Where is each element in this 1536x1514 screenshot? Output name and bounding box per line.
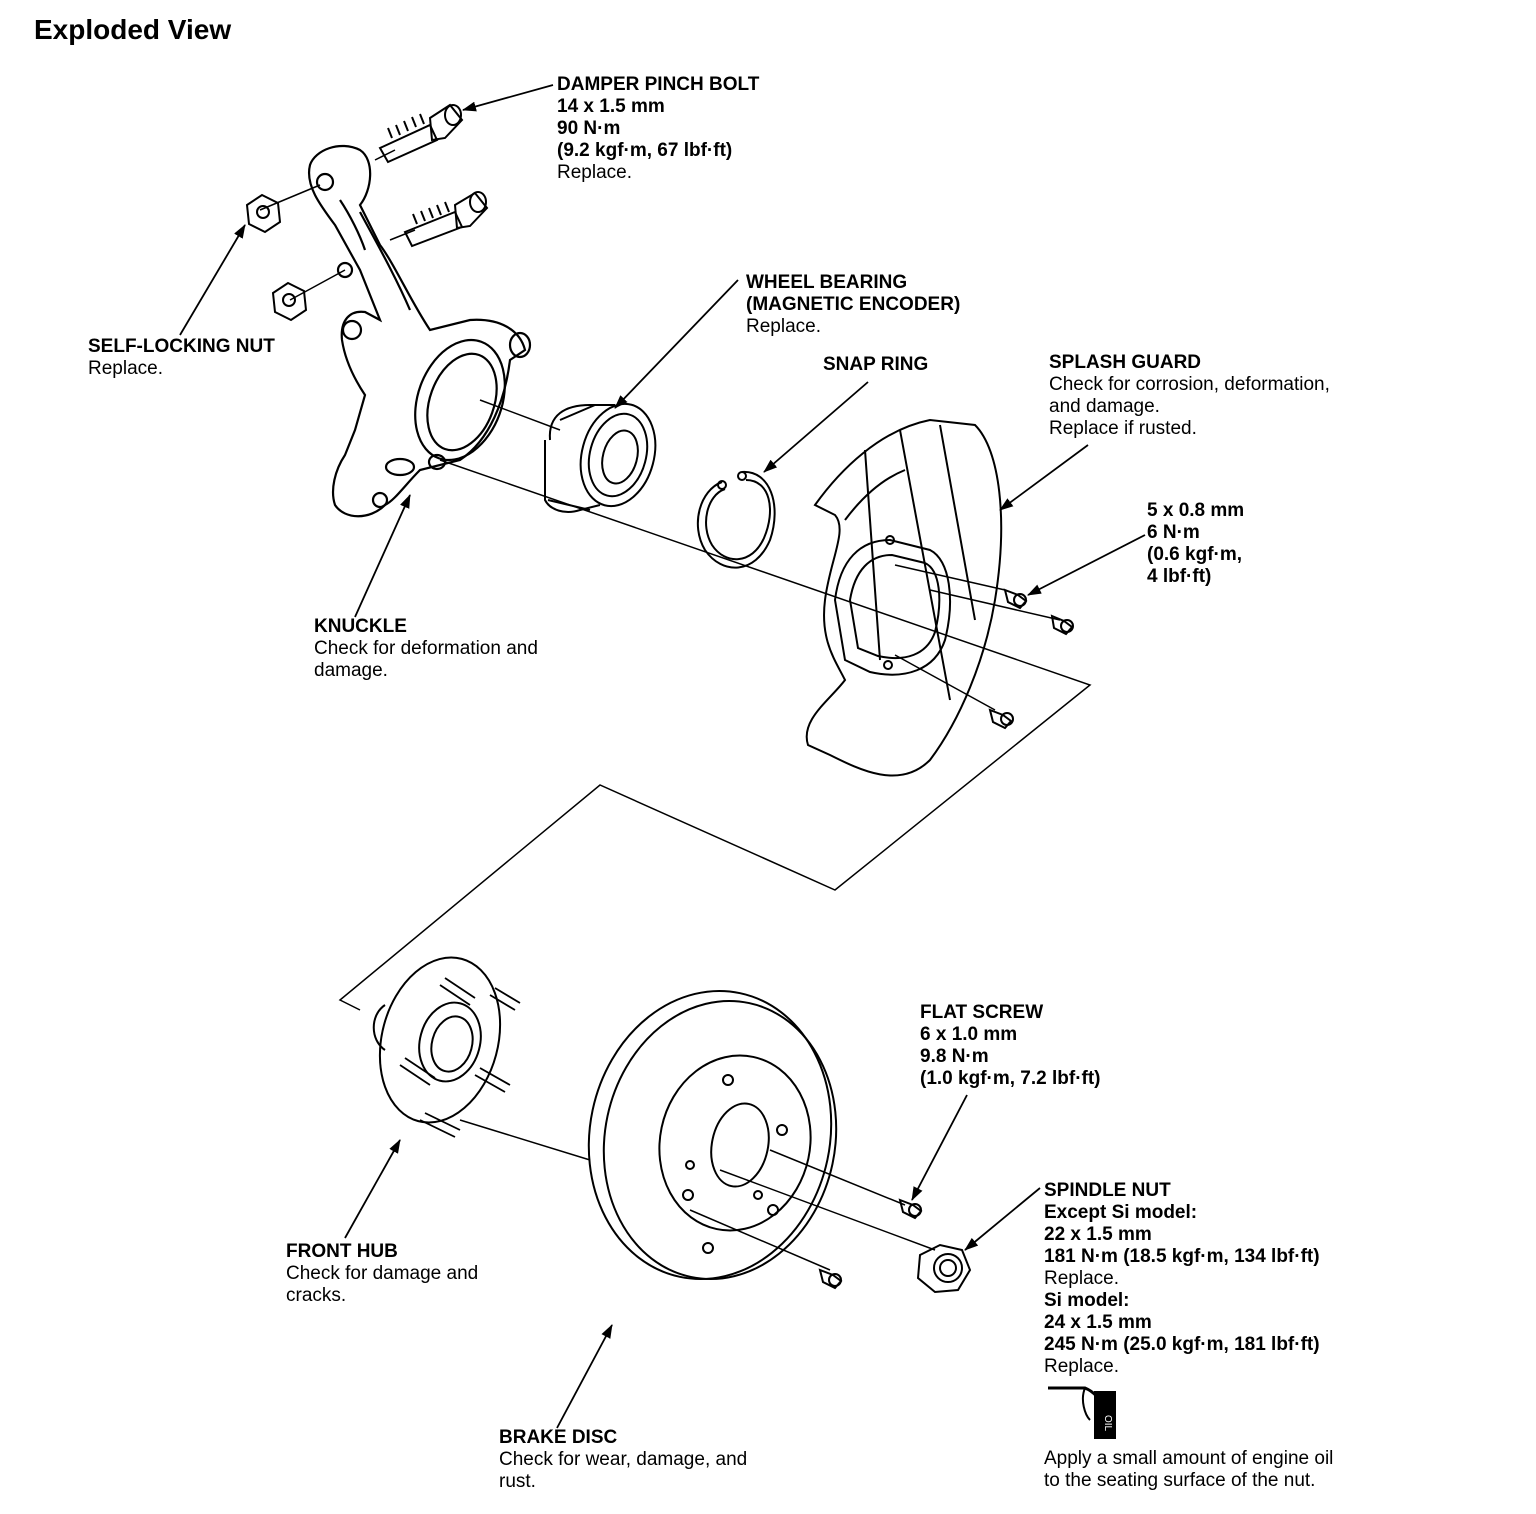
front-hub-drawing (362, 944, 520, 1137)
self-locking-nuts (247, 195, 306, 320)
leader-arrows (180, 85, 1145, 1428)
oil-can-label: OIL (1102, 1415, 1113, 1432)
label-splash-guard: SPLASH GUARD Check for corrosion, deform… (1049, 352, 1330, 439)
label-oil-note: Apply a small amount of engine oil to th… (1044, 1448, 1334, 1491)
label-flat-screw: FLAT SCREW 6 x 1.0 mm 9.8 N·m (1.0 kgf·m… (920, 1002, 1101, 1089)
label-knuckle: KNUCKLE Check for deformation and damage… (314, 616, 538, 681)
spindle-nut-drawing (918, 1245, 970, 1292)
label-spindle-nut: SPINDLE NUT Except Si model: 22 x 1.5 mm… (1044, 1180, 1320, 1377)
label-damper-pinch-bolt: DAMPER PINCH BOLT 14 x 1.5 mm 90 N·m (9.… (557, 74, 760, 183)
snap-ring-drawing (698, 472, 775, 568)
label-snap-ring: SNAP RING (823, 354, 929, 375)
flat-screws (820, 1200, 921, 1288)
brake-disc-drawing (562, 968, 861, 1302)
label-splash-guard-screw: 5 x 0.8 mm 6 N·m (0.6 kgf·m, 4 lbf·ft) (1147, 500, 1245, 587)
axis-lines (260, 150, 1090, 1270)
damper-pinch-bolts (380, 105, 487, 246)
label-brake-disc: BRAKE DISC Check for wear, damage, and r… (499, 1427, 748, 1492)
label-wheel-bearing: WHEEL BEARING (MAGNETIC ENCODER) Replace… (746, 272, 961, 337)
knuckle-drawing (309, 146, 530, 516)
oil-can-icon (1048, 1388, 1115, 1438)
page-title: Exploded View (34, 14, 232, 45)
wheel-bearing-drawing (545, 395, 666, 514)
splash-guard-screws (990, 590, 1073, 728)
label-front-hub: FRONT HUB Check for damage and cracks. (286, 1241, 479, 1306)
label-self-locking-nut: SELF-LOCKING NUT Replace. (88, 336, 275, 379)
splash-guard-drawing (807, 420, 1001, 776)
